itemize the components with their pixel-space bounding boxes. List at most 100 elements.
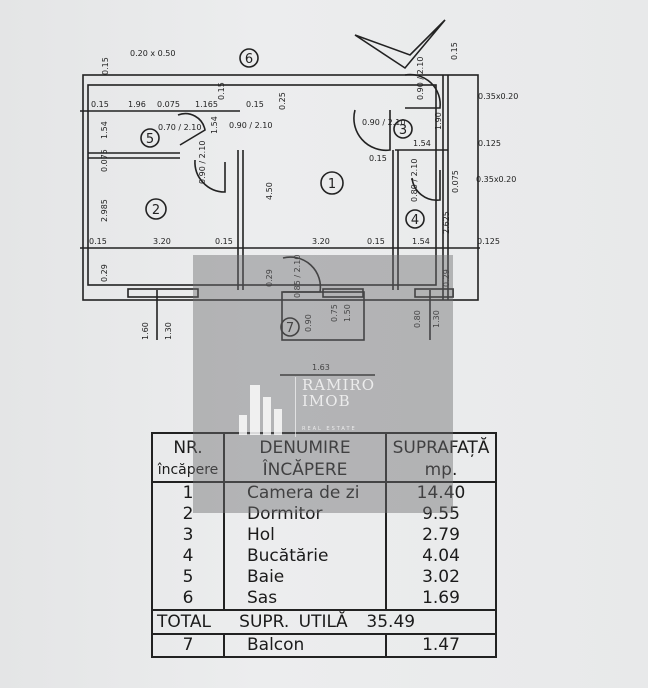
room-number: 2: [152, 203, 160, 218]
dimension-label: 1.60: [141, 322, 150, 340]
header-text: SUPRAFAȚĂ: [392, 438, 490, 458]
cell-name: Sas: [223, 588, 387, 610]
door-living: [353, 109, 391, 152]
dimension-label: 1.54: [412, 237, 430, 246]
cell-name: Camera de zi: [223, 482, 387, 504]
outer-wall: [82, 74, 479, 301]
dimension-label: 1.63: [312, 363, 330, 372]
dimension-label: 0.90 / 2.10: [362, 118, 405, 127]
dimension-label: 0.85 / 2.10: [293, 255, 302, 298]
dimension-label: 0.90: [304, 314, 313, 332]
total-cell: TOTAL SUPR. UTILĂ 35.49: [151, 609, 497, 635]
header-text: încăpere: [157, 462, 219, 478]
north-arrow-icon: [354, 19, 446, 70]
header-nr: NR. încăpere: [151, 432, 225, 483]
dimension-label: 0.90 / 2.10: [198, 141, 207, 184]
total-row: TOTAL SUPR. UTILĂ 35.49: [151, 609, 497, 635]
dimension-label: 0.90 / 2.10: [416, 57, 425, 100]
dimension-label: 0.90 / 2.10: [229, 121, 272, 130]
dimension-label: 4.50: [265, 182, 274, 200]
cell-nr: 2: [151, 504, 225, 525]
cell-area: 2.79: [385, 525, 497, 546]
dimension-label: 0.075: [451, 170, 460, 193]
dimension-label: 1.30: [432, 310, 441, 328]
room-number: 7: [286, 321, 294, 336]
door-entrance: [404, 73, 441, 109]
dimension-label: 0.80 / 2.10: [410, 159, 419, 202]
dimension-label: 1.30: [164, 322, 173, 340]
total-label-2: SUPR. UTILĂ: [239, 612, 348, 632]
header-text: NR.: [173, 438, 203, 458]
room-number: 6: [245, 52, 253, 67]
header-text: mp.: [424, 460, 458, 480]
dimension-label: 3.20: [312, 237, 330, 246]
dimension-label: 0.75: [330, 304, 339, 322]
table-row-balcony: 7 Balcon 1.47: [151, 633, 497, 658]
dimension-label: 0.15: [89, 237, 107, 246]
dimension-label: 0.35x0.20: [476, 175, 516, 184]
dimension-label: 1.54: [413, 139, 431, 148]
dimension-label: 0.075: [100, 149, 109, 172]
dimension-label: 1.54: [210, 116, 219, 134]
dimension-label: 0.125: [477, 237, 500, 246]
cell-area: 4.04: [385, 546, 497, 567]
room-number: 4: [411, 213, 419, 228]
room-number: 1: [328, 177, 336, 192]
dimension-label: 0.075: [157, 100, 180, 109]
room-number: 5: [146, 132, 154, 147]
dimension-label: 0.15: [217, 82, 226, 100]
cell-area: 9.55: [385, 504, 497, 525]
dimension-label: 0.70 / 2.10: [158, 123, 201, 132]
dimension-label: 0.15: [246, 100, 264, 109]
dimension-label: 1.96: [128, 100, 146, 109]
dimension-label: 0.15: [101, 57, 110, 75]
inner-wall-line: [87, 84, 437, 286]
cell-name: Baie: [223, 567, 387, 588]
dimension-label: 1.90: [434, 112, 443, 130]
header-text: DENUMIRE: [259, 438, 351, 458]
door-baie: [177, 112, 206, 146]
cell-nr: 5: [151, 567, 225, 588]
total-label: TOTAL: [157, 612, 211, 632]
cell-nr: 6: [151, 588, 225, 610]
dimension-label: 2.985: [100, 199, 109, 222]
dimension-label: 0.80: [413, 310, 422, 328]
dimension-label: 0.35x0.20: [478, 92, 518, 101]
dimension-label: 0.15: [91, 100, 109, 109]
total-value: 35.49: [366, 612, 416, 632]
dimension-label: 1.54: [100, 121, 109, 139]
dimension-label: 1.165: [195, 100, 218, 109]
cell-name: Bucătărie: [223, 546, 387, 567]
dimension-label: 0.125: [478, 139, 501, 148]
door-dormitor: [194, 159, 226, 193]
dimension-label: 0.25: [278, 92, 287, 110]
door-balcony: [282, 256, 322, 293]
dimension-label: 1.50: [343, 304, 352, 322]
cell-area: 1.69: [385, 588, 497, 610]
cell-name: Balcon: [223, 633, 387, 658]
cell-area: 1.47: [385, 633, 497, 658]
dimension-label: 2.625: [442, 211, 451, 234]
dimension-label: 0.15: [367, 237, 385, 246]
dimension-label: 0.15: [369, 154, 387, 163]
dimension-label: 3.20: [153, 237, 171, 246]
header-text: ÎNCĂPERE: [262, 460, 348, 480]
cell-name: Dormitor: [223, 504, 387, 525]
door-kitchen: [411, 170, 441, 201]
dimension-label: 0.29: [442, 269, 451, 287]
cell-area: 3.02: [385, 567, 497, 588]
dimension-label: 0.29: [265, 269, 274, 287]
cell-nr: 1: [151, 482, 225, 504]
cell-nr: 7: [151, 633, 225, 658]
